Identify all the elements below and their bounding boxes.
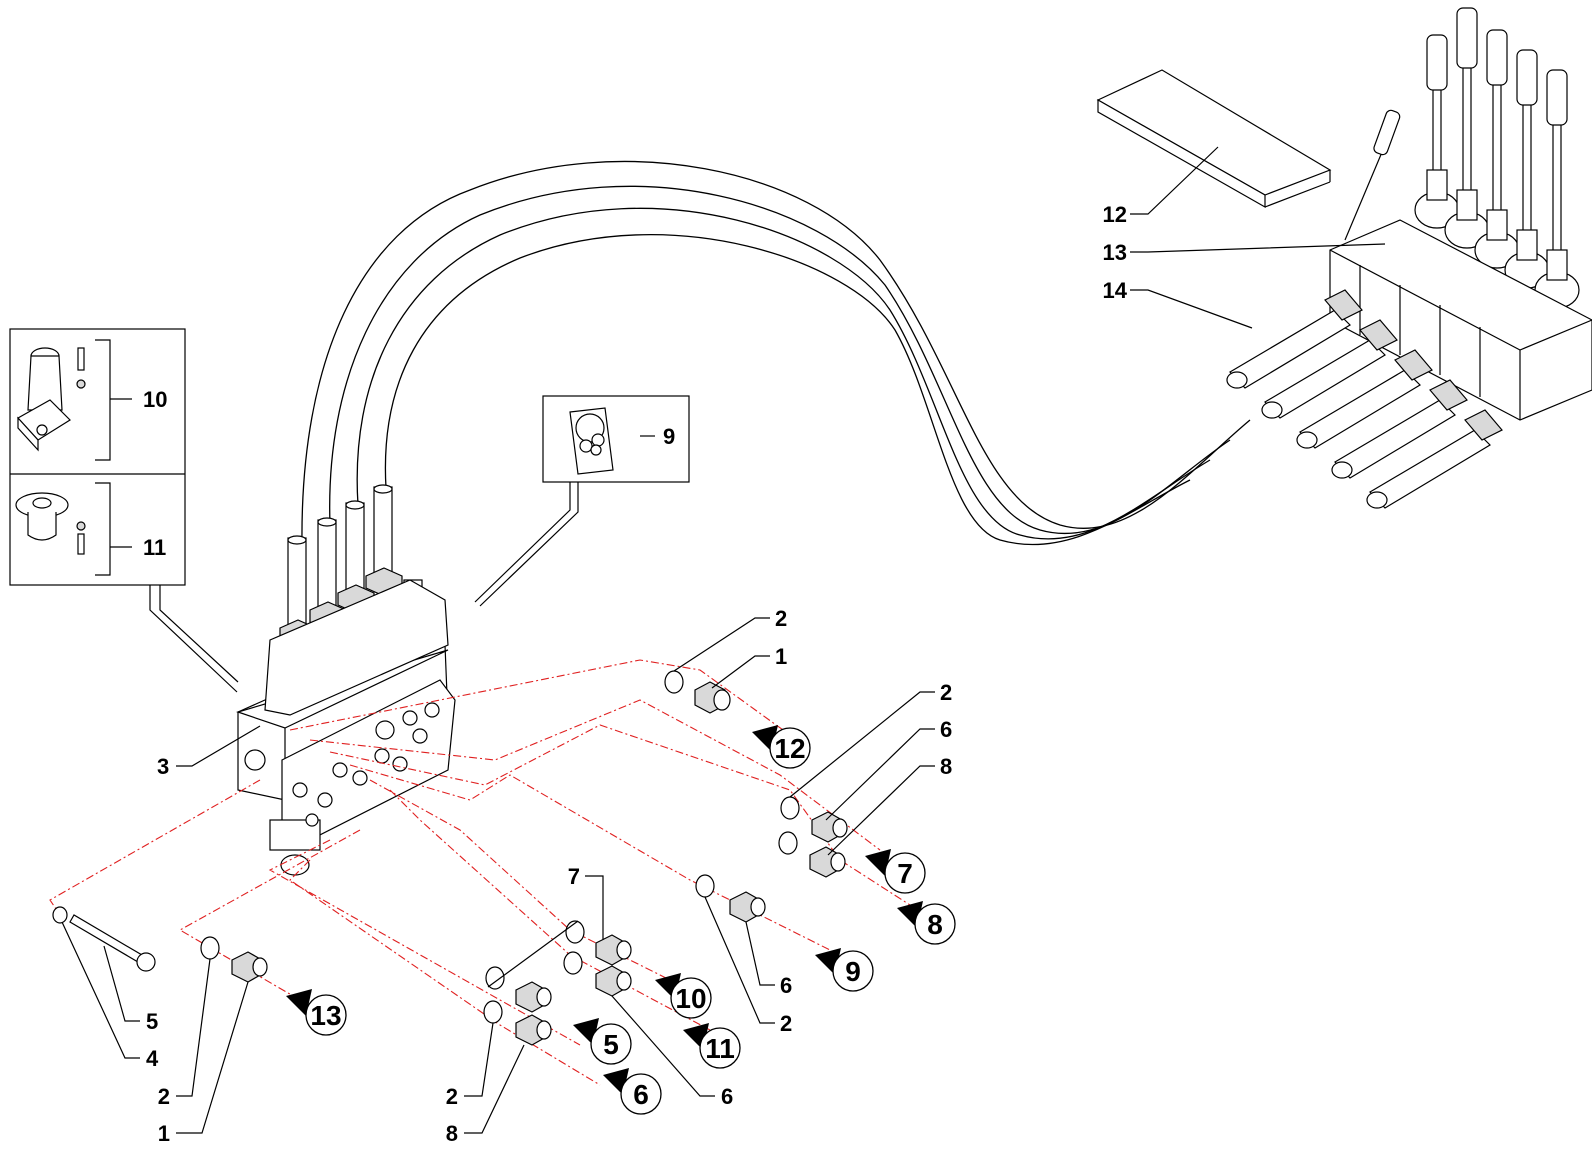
callout-3: 3 <box>157 754 169 779</box>
port-label-12: 12 <box>774 733 805 764</box>
control-cables <box>301 160 1251 546</box>
port-marker-9: 9 <box>815 948 874 992</box>
detail-box-10-11 <box>9 328 239 693</box>
port-label-11: 11 <box>705 1033 735 1064</box>
port-markers: 12 7 8 9 10 11 13 <box>286 725 956 1115</box>
port-label-9: 9 <box>845 956 861 987</box>
lever-valve-body <box>1329 219 1592 421</box>
detail-box-9 <box>474 395 690 607</box>
callout-4: 4 <box>146 1046 159 1071</box>
port-label-5: 5 <box>603 1029 619 1060</box>
callout-2-top: 2 <box>775 606 787 631</box>
port-marker-8: 8 <box>897 901 956 945</box>
port-label-7: 7 <box>897 858 913 889</box>
cover-plate <box>1096 69 1332 209</box>
callout-8-bottom: 8 <box>446 1121 458 1146</box>
port-label-8: 8 <box>927 909 943 940</box>
port-marker-11: 11 <box>683 1023 741 1069</box>
port-label-13: 13 <box>310 1000 341 1031</box>
fittings <box>52 670 848 1046</box>
lever-control-assembly <box>1096 7 1592 509</box>
callout-1-top: 1 <box>775 644 787 669</box>
port-marker-6: 6 <box>603 1068 662 1115</box>
valve-spool-tubes <box>279 484 423 649</box>
main-valve-block <box>236 484 456 876</box>
callout-6-mid: 6 <box>780 973 792 998</box>
callout-13: 13 <box>1103 240 1127 265</box>
seal-kit-9-drawing <box>569 407 614 475</box>
callout-8-right: 8 <box>940 754 952 779</box>
callout-7-mid: 7 <box>568 864 580 889</box>
port-label-10: 10 <box>675 983 706 1014</box>
port-marker-7: 7 <box>865 849 926 894</box>
callout-2-right: 2 <box>940 680 952 705</box>
control-handles <box>1344 7 1580 309</box>
callout-9: 9 <box>663 424 675 449</box>
fitting-1-top <box>694 681 731 714</box>
callout-1-left: 1 <box>158 1121 170 1146</box>
callout-12: 12 <box>1103 202 1127 227</box>
port-label-6: 6 <box>633 1079 649 1110</box>
callout-6-bottom: 6 <box>721 1084 733 1109</box>
callout-11: 11 <box>143 535 166 560</box>
adapter-10-drawing <box>17 347 86 452</box>
port-marker-5: 5 <box>573 1018 632 1065</box>
adapter-11-drawing <box>15 492 86 555</box>
callout-6-right: 6 <box>940 717 952 742</box>
callout-labels: 12 13 14 10 11 9 3 2 1 2 6 8 7 6 2 5 4 2… <box>143 202 1128 1146</box>
callout-14: 14 <box>1103 278 1128 303</box>
cable-end-rods <box>1226 289 1503 509</box>
port-marker-13: 13 <box>286 989 347 1036</box>
callout-5: 5 <box>146 1009 158 1034</box>
callout-2-bottom: 2 <box>446 1084 458 1109</box>
callout-10: 10 <box>143 387 167 412</box>
callout-2-mid: 2 <box>780 1011 792 1036</box>
port-marker-10: 10 <box>655 973 712 1019</box>
port-marker-12: 12 <box>752 725 811 769</box>
leader-lines <box>61 146 1386 1134</box>
callout-2-left: 2 <box>158 1084 170 1109</box>
